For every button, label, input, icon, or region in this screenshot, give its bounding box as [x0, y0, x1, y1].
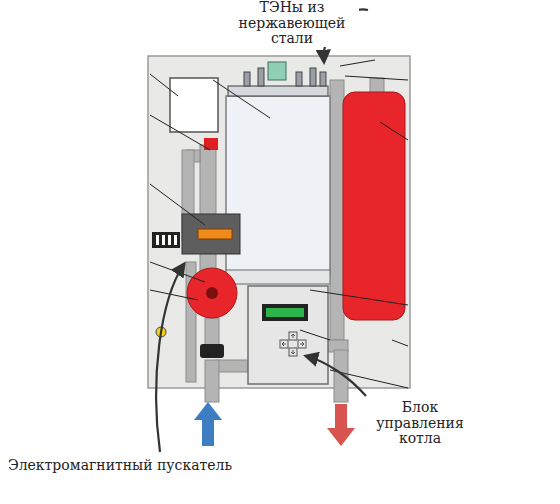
- callout-arrows: [156, 9, 368, 452]
- white-panel: [170, 78, 218, 132]
- connector: [152, 232, 180, 248]
- inlet-arrow: [194, 402, 222, 446]
- fitting: [200, 344, 224, 358]
- display-frame: [262, 304, 308, 321]
- boiler-housing: [148, 56, 410, 388]
- keypad: [280, 332, 306, 356]
- thermostat: [268, 62, 286, 80]
- outlet-arrow: [327, 404, 355, 446]
- callout-arrow: [156, 264, 184, 452]
- callout-label: ТЭНы из нержавеющей стали: [225, 0, 359, 47]
- heat-exchanger: [226, 96, 330, 274]
- callout-label: Блок управления котла: [356, 400, 485, 447]
- display: [266, 308, 304, 317]
- circulation-pump: [187, 268, 237, 318]
- callout-label: Электромагнитный пускатель: [4, 458, 236, 474]
- expansion-tank: [343, 92, 405, 320]
- leader-lines: [150, 60, 408, 388]
- magnetic-starter: [182, 214, 240, 254]
- callout-arrow: [306, 356, 366, 396]
- heating-elements-flange: [228, 86, 328, 96]
